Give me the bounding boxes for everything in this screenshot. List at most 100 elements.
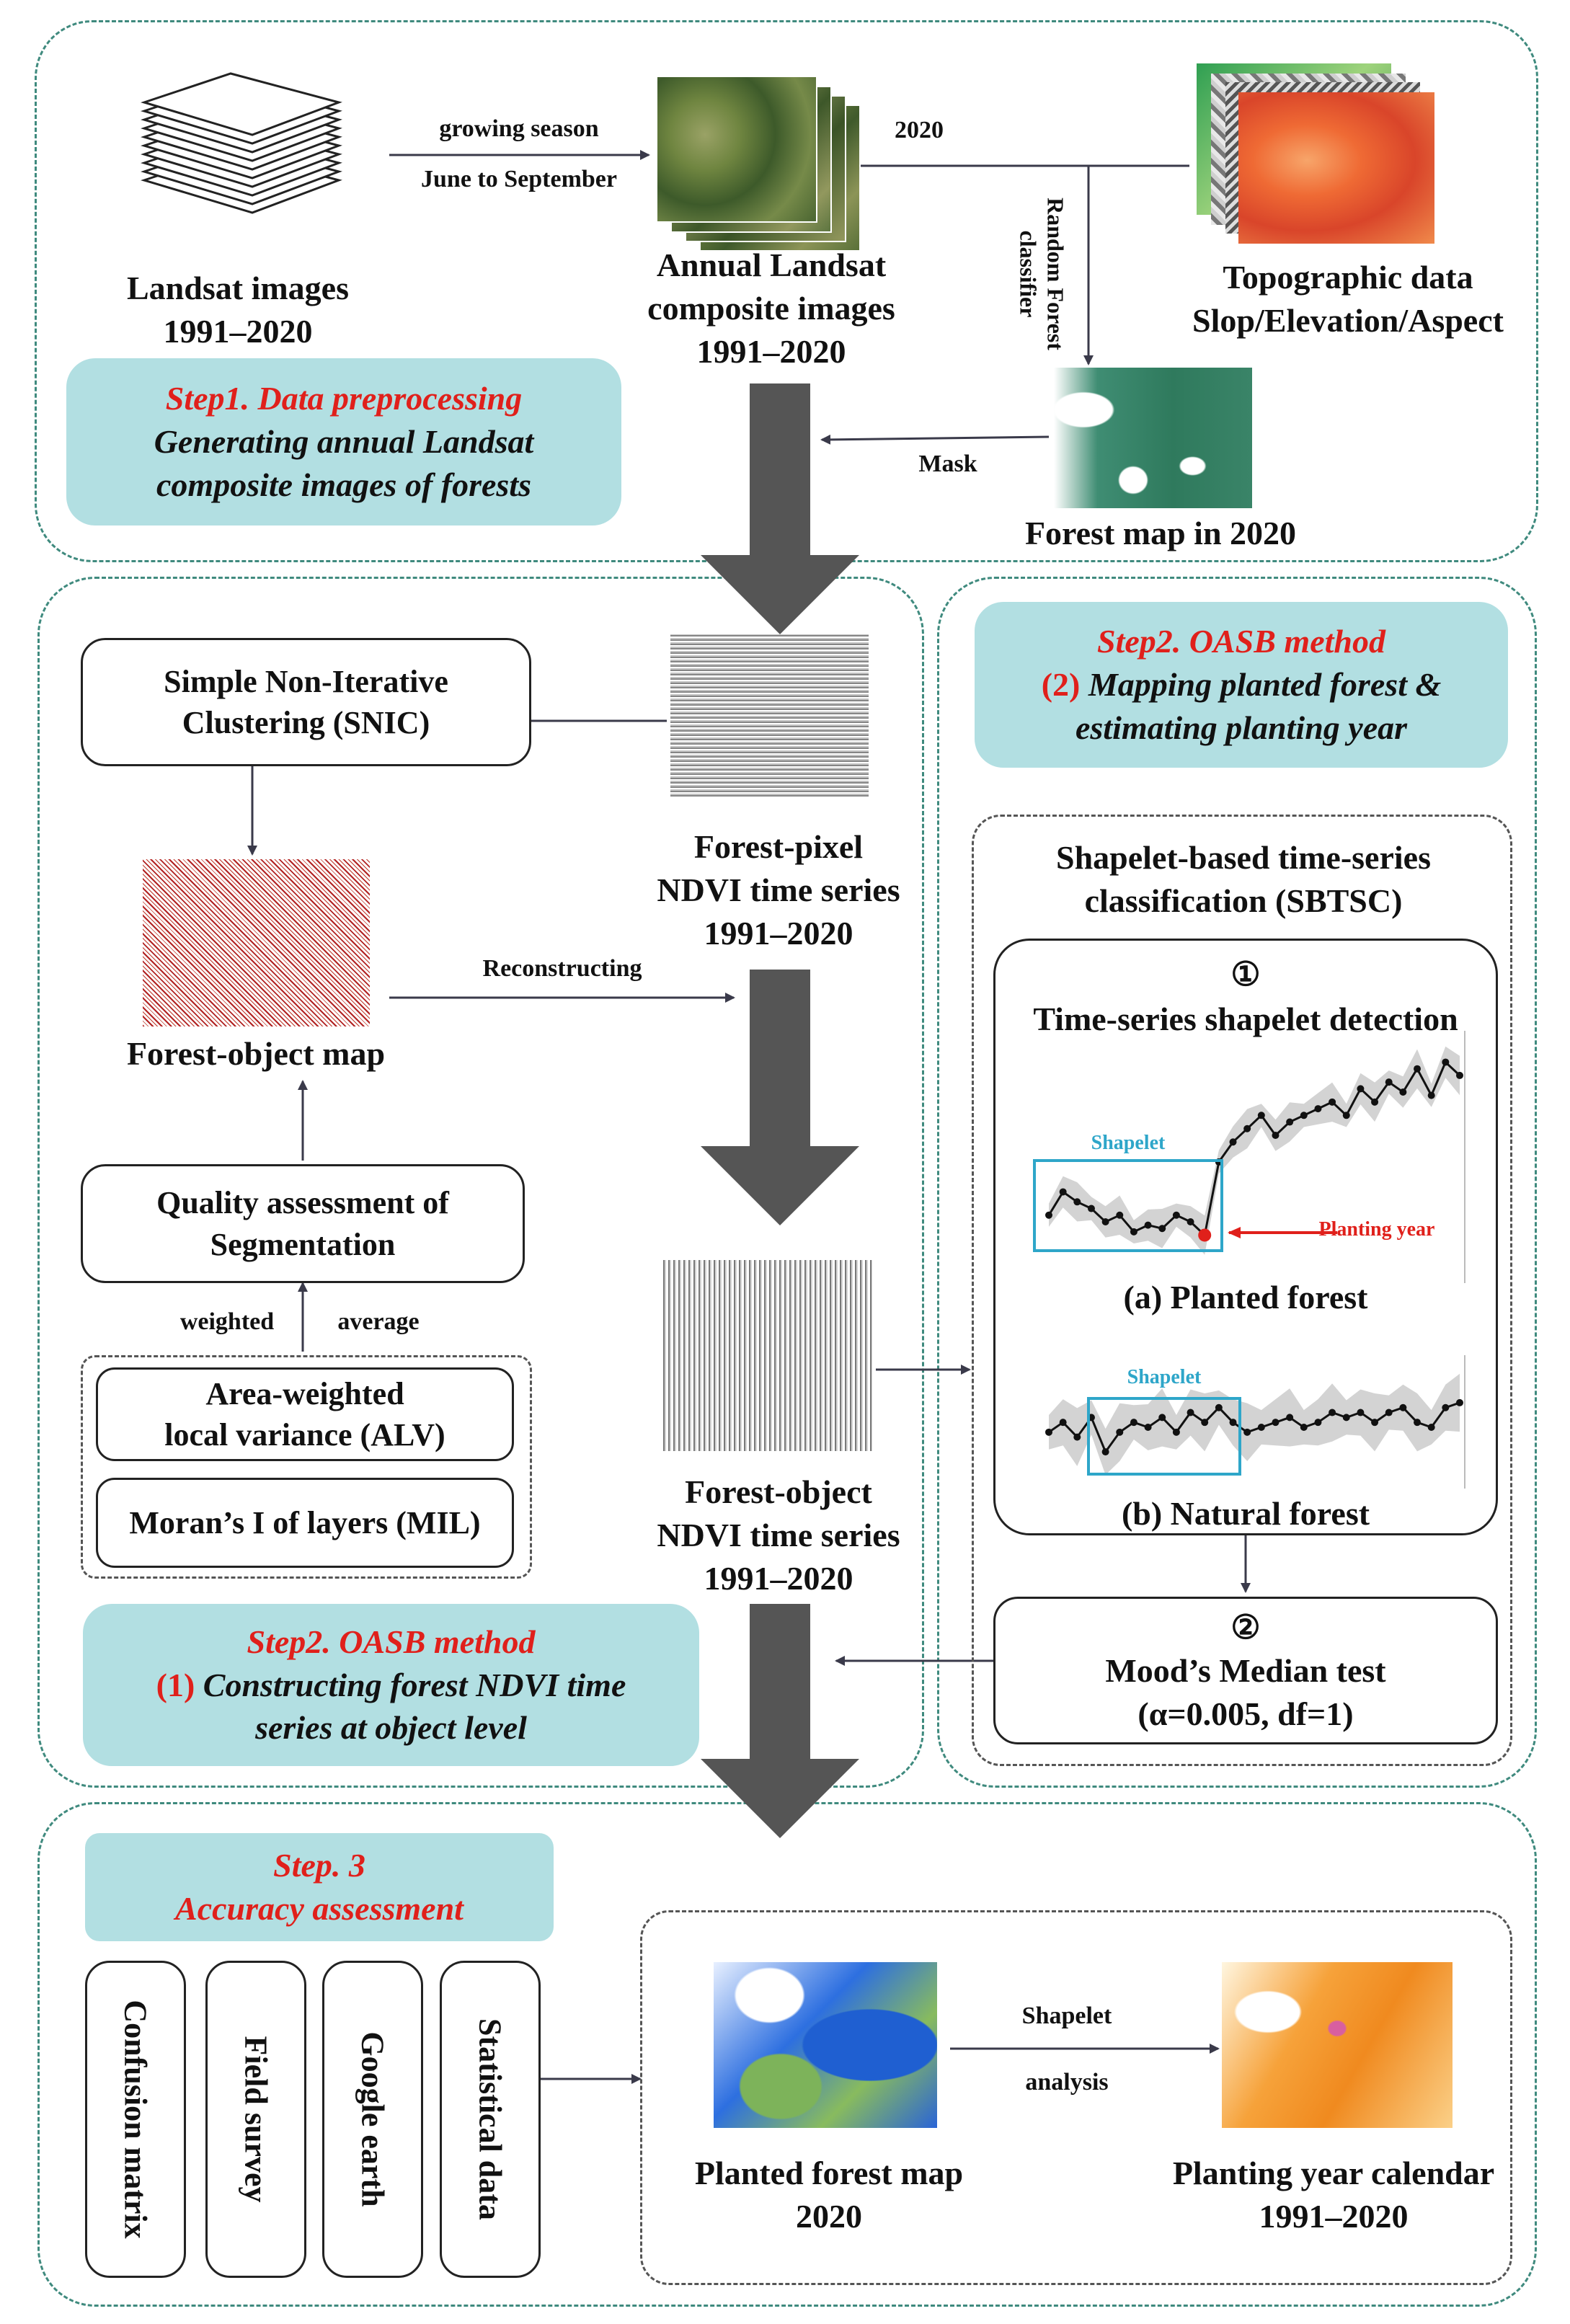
pixel-label-3: 1991–2020 [704,914,853,952]
series-point [1414,1065,1422,1073]
pixel-label-1: Forest-pixel [693,828,864,865]
planted-shapelet-box [1033,1159,1223,1252]
series-point [1059,1419,1067,1427]
series-point [1385,1078,1393,1086]
topographic-image-stack [1197,63,1434,244]
topographic-label: Topographic data Slop/Elevation/Aspect [1182,256,1514,342]
confusion-matrix-box: Confusion matrix [85,1961,186,2278]
shapelet-analysis-label-1: Shapelet [1021,2003,1112,2029]
snic-box: Simple Non-Iterative Clustering (SNIC) [81,638,531,766]
series-point [1314,1105,1322,1113]
alv-text-1: Area-weighted [205,1375,404,1411]
mil-text: Moran’s I of layers (MIL) [129,1504,481,1540]
step1-title: Step1. Data preprocessing [165,380,523,417]
landsat-label-text: Landsat images [127,270,349,306]
planted-map-text-2: 2020 [796,2197,862,2235]
natural-shapelet-label: Shapelet [1127,1366,1202,1388]
forest-pixel-ndvi-image [670,634,869,797]
planted-map-text-1: Planted forest map [694,2155,964,2191]
series-point [1286,1414,1294,1422]
series-point [1314,1419,1322,1427]
step1-desc-2: composite images of forests [156,466,531,503]
quality-assessment-box: Quality assessment of Segmentation [81,1164,525,1283]
forest-map-2020-label: Forest map in 2020 [1024,515,1297,551]
series-point [1101,1448,1109,1456]
series-point [1229,1419,1237,1427]
mood-test-label: ② Mood’s Median test (α=0.005, df=1) [993,1606,1498,1735]
step2b-box: Step2. OASB method (2) Mapping planted f… [975,602,1508,768]
step2-left-panel [37,577,924,1788]
series-point [1342,1112,1350,1119]
annual-label-3: 1991–2020 [696,332,846,370]
series-point [1371,1098,1379,1106]
forest-object-map-label: Forest-object map [126,1035,386,1072]
annual-composite-label: Annual Landsat composite images 1991–202… [613,244,930,373]
planted-series [1045,1058,1463,1242]
series-point [1257,1424,1265,1431]
series-point [1144,1424,1152,1431]
series-point [1045,1428,1052,1436]
series-point [1456,1071,1463,1079]
google-earth-text: Google earth [355,2031,391,2207]
mood-text: Mood’s Median test [1105,1651,1386,1689]
qa-text-1: Quality assessment of [156,1185,449,1221]
series-point [1442,1403,1450,1411]
series-point [1414,1419,1422,1427]
series-point [1172,1211,1180,1219]
series-point [1187,1409,1194,1416]
series-point [1300,1424,1308,1431]
landsat-label: Landsat images 1991–2020 [87,267,389,353]
series-point [1144,1221,1152,1229]
landsat-years: 1991–2020 [163,312,313,350]
planting-year-calendar-image [1222,1962,1453,2128]
planting-year-calendar-label: Planting year calendar 1991–2020 [1139,2152,1528,2238]
series-point [1427,1424,1435,1431]
series-point [1201,1419,1209,1427]
series-point [1272,1132,1279,1139]
confusion-matrix-text: Confusion matrix [117,2000,154,2239]
series-point [1073,1433,1081,1441]
step1-box: Step1. Data preprocessing Generating ann… [66,358,621,525]
snic-text-1: Simple Non-Iterative [164,663,448,699]
step2b-desc-1: Mapping planted forest & [1088,666,1442,704]
series-point [1187,1218,1194,1225]
series-point [1257,1112,1265,1119]
series-point [1116,1428,1124,1436]
step3-box: Step. 3 Accuracy assessment [85,1833,554,1941]
alv-box: Area-weighted local variance (ALV) [96,1367,514,1461]
annual-composite-image-stack [656,76,861,252]
planted-series-band [1049,1046,1460,1255]
series-point [1243,1125,1251,1132]
step2a-desc-2: series at object level [255,1709,527,1747]
series-point [1357,1085,1365,1093]
series-point [1087,1205,1095,1212]
statistical-data-box: Statistical data [440,1961,541,2278]
step2b-desc-2: estimating planting year [1075,709,1408,746]
slope-elevation-aspect-text: Slop/Elevation/Aspect [1192,301,1504,339]
weighted-label: weighted [179,1308,275,1335]
year-2020-label: 2020 [895,117,944,143]
series-point [1427,1091,1435,1099]
field-survey-text: Field survey [238,2036,274,2203]
series-point [1357,1409,1365,1416]
series-point [1385,1409,1393,1416]
series-point [1073,1198,1081,1206]
series-point [1101,1218,1109,1225]
forest-object-ndvi-image [663,1260,872,1451]
object-label-3: 1991–2020 [704,1559,853,1597]
step2b-desc-line1: (2) Mapping planted forest & [1042,663,1442,706]
statistical-data-text: Statistical data [472,2018,508,2220]
series-point [1243,1428,1251,1436]
results-group [640,1910,1512,2285]
calendar-text-2: 1991–2020 [1259,2197,1409,2235]
step2a-title: Step2. OASB method [247,1623,536,1660]
forest-object-ndvi-label: Forest-object NDVI time series 1991–2020 [634,1471,923,1600]
natural-forest-label: (b) Natural forest [1121,1495,1370,1532]
planted-forest-map-image [714,1962,937,2128]
step2-right-panel [937,577,1537,1788]
average-label: average [337,1308,420,1335]
series-point [1130,1419,1137,1427]
step2b-title: Step2. OASB method [1096,623,1385,660]
